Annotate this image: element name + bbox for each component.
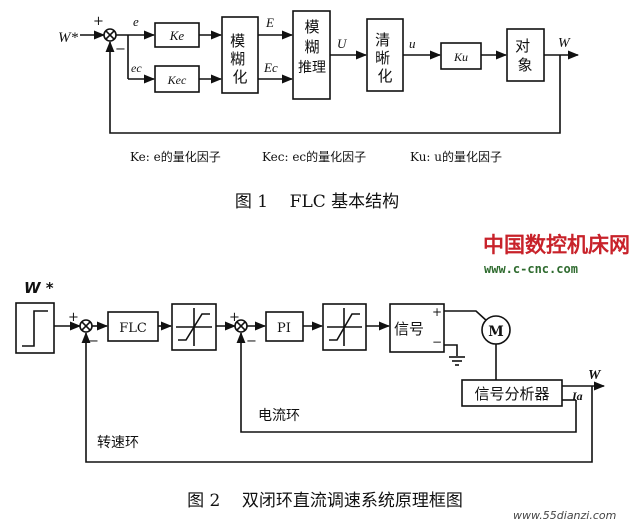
- fig2-sum2-minus: −: [246, 334, 257, 349]
- fig1-ku-label: Ku: [453, 50, 468, 64]
- fig2-caption: 图 2 双闭环直流调速系统原理框图: [187, 491, 463, 511]
- fig2-double-loop-system: W * + − FLC +: [15, 279, 606, 511]
- fig1-e-label: e: [133, 14, 139, 29]
- fig2-limiter-2-icon: [327, 308, 362, 346]
- fig2-step-icon: [22, 310, 48, 347]
- fig1-legend-ke: Ke: e的量化因子: [130, 149, 221, 164]
- watermark-url-mid: www.c-cnc.com: [484, 262, 578, 276]
- fig1-U-label: U: [337, 36, 348, 51]
- fig1-ec-label: ec: [131, 61, 142, 75]
- fig2-signal-block: [389, 303, 445, 353]
- fig1-fuzzify-char1: 模: [230, 32, 245, 50]
- fig2-summing-junction-1: [79, 319, 93, 333]
- fig1-ke-label: Ke: [169, 28, 185, 43]
- fig2-analyzer-label: 信号分析器: [474, 385, 549, 403]
- fig1-plant-char2: 象: [517, 56, 532, 74]
- fig1-legend-ku: Ku: u的量化因子: [410, 149, 502, 164]
- fig1-defuzzify-char2: 晰: [375, 49, 390, 67]
- fig1-ku-block: [440, 42, 482, 70]
- fig1-flc-structure: W* + − e ec Ke Kec 模 糊 化 E: [58, 10, 580, 212]
- fig1-inference-line1: 模: [304, 18, 319, 36]
- fig2-pi-label: PI: [277, 321, 291, 336]
- fig1-fuzzify-label: 模 糊 化: [230, 32, 250, 86]
- fig2-signal-plus: +: [432, 305, 442, 319]
- fig2-flc-label: FLC: [119, 321, 147, 336]
- fig2-output-W-label: W: [588, 368, 602, 383]
- fig1-plant-char1: 对: [515, 37, 530, 55]
- fig1-ref-input-label: W*: [58, 30, 78, 46]
- fig1-inference-line3: 推理: [298, 60, 326, 76]
- fig2-speed-loop-path: [81, 331, 593, 463]
- fig1-output-label: W: [558, 36, 571, 51]
- fig1-inference-block: [292, 10, 331, 100]
- fig1-defuzzify-char1: 清: [375, 31, 390, 49]
- fig1-plant-label: 对 象: [515, 37, 535, 74]
- fig2-ref-input-label: W *: [24, 279, 54, 297]
- fig2-current-loop-path: [236, 331, 577, 433]
- fig2-sum2-plus: +: [229, 310, 240, 325]
- fig1-caption: 图 1 FLC 基本结构: [235, 192, 399, 212]
- fig2-sum1-minus: −: [88, 334, 99, 349]
- fig1-sum-plus: +: [93, 14, 104, 29]
- fig1-fuzzify-char2: 糊: [230, 50, 245, 68]
- fig1-kec-label: Kec: [167, 73, 187, 87]
- fig2-motor-wire: [444, 310, 489, 323]
- fig2-signal-label: 信号: [394, 320, 424, 338]
- fig1-plant-block: [506, 28, 545, 82]
- fig1-E-label: E: [265, 15, 274, 30]
- fig2-motor-label: M: [488, 324, 504, 340]
- fig1-defuzzify-label: 清 晰 化: [375, 31, 395, 85]
- fig1-fuzzify-char3: 化: [232, 68, 247, 86]
- fig1-legend-kec: Kec: ec的量化因子: [262, 149, 366, 164]
- fig1-Ec-label: Ec: [263, 60, 278, 75]
- fig1-inference-line2: 糊: [304, 38, 319, 56]
- fig1-sum-minus: −: [115, 42, 126, 57]
- fig2-ground-icon: [444, 344, 465, 366]
- watermark-logo: 中国数控机床网 www.c-cnc.com: [483, 233, 630, 276]
- fig1-fuzzify-block: [221, 16, 259, 94]
- fig2-current-loop-label: 电流环: [258, 408, 300, 424]
- fig2-pi-block: [265, 311, 304, 342]
- fig2-signal-minus: −: [432, 335, 442, 349]
- fig2-speed-loop-label: 转速环: [97, 435, 139, 451]
- fig2-analyzer-block: [461, 379, 563, 407]
- fig1-kec-block: [154, 65, 200, 93]
- fig2-motor: M: [481, 315, 511, 345]
- fig1-defuzzify-char3: 化: [377, 67, 392, 85]
- watermark-url-bottom: www.55dianzi.com: [513, 509, 616, 522]
- fig1-feedback-path: [105, 40, 561, 134]
- fig1-u-label: u: [409, 36, 416, 51]
- fig2-output-Ia-label: Ia: [571, 389, 583, 403]
- watermark-logo-text: 中国数控机床网: [483, 233, 630, 257]
- fig1-summing-junction: [103, 28, 117, 42]
- fig2-sum1-plus: +: [68, 310, 79, 325]
- fig2-limiter-1-icon: [176, 308, 212, 346]
